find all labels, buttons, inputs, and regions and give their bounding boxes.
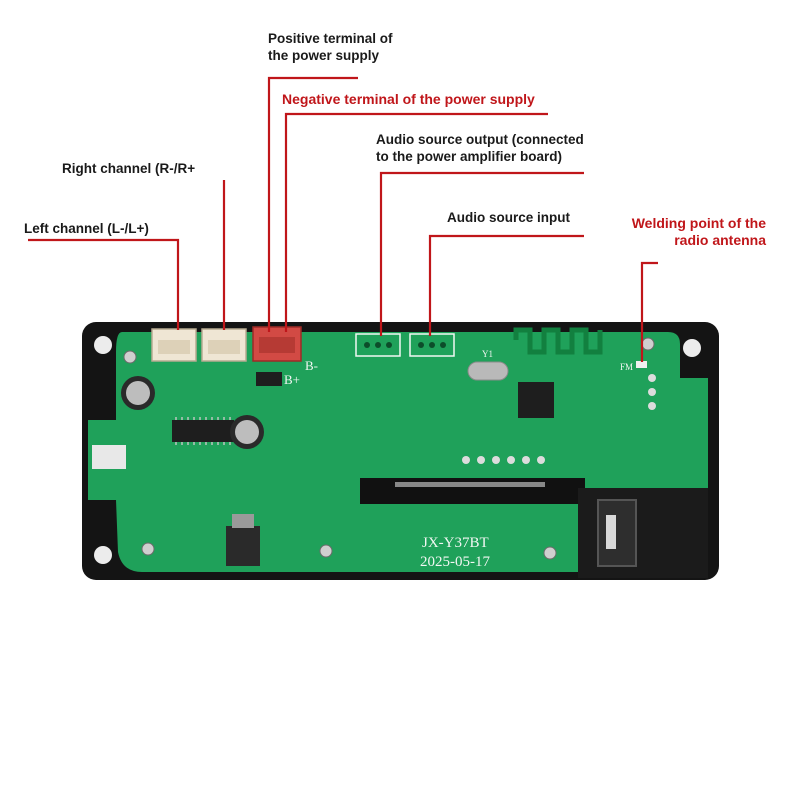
antenna-label-line1: Welding point of the	[631, 215, 766, 231]
board-model: JX-Y37BT	[422, 535, 489, 551]
pcb-screw-3	[141, 542, 155, 556]
right-connector-slot	[208, 340, 240, 354]
left-channel-line	[28, 238, 180, 330]
input-pin-2	[429, 342, 435, 348]
usb-socket-tongue	[606, 515, 616, 549]
power-connector-slot	[259, 337, 295, 353]
right-channel-label: Right channel (R-/R+	[62, 161, 196, 176]
crystal-y1	[467, 361, 509, 381]
audio-output-label-line1: Audio source output (connected	[376, 132, 584, 147]
fm-mark: FM	[620, 362, 633, 372]
output-pin-2	[375, 342, 381, 348]
positive-terminal-label: Positive terminal of the power supply	[268, 30, 393, 64]
pcb-screw-1	[123, 350, 137, 364]
audio-input-label: Audio source input	[447, 210, 570, 225]
callout-lines	[28, 76, 658, 362]
regulator-tab	[232, 514, 254, 528]
usb-socket-inner	[597, 499, 637, 567]
output-pin-3	[386, 342, 392, 348]
audio-output-label: Audio source output (connected to the po…	[376, 131, 584, 165]
frame-hole-bottom-left	[94, 546, 112, 564]
negative-terminal-label: Negative terminal of the power supply	[282, 91, 535, 107]
sd-card-pins	[395, 482, 545, 487]
y1-mark: Y1	[482, 349, 493, 359]
main-ic-pins	[175, 417, 231, 445]
capacitor-center-top	[235, 420, 259, 444]
fm-antenna-pad	[636, 361, 647, 368]
voltage-regulator	[226, 526, 260, 566]
left-edge-tab	[92, 445, 126, 469]
frame-hole-top-left	[94, 336, 112, 354]
output-pin-1	[364, 342, 370, 348]
pcb-screw-2	[641, 337, 655, 351]
audio-output-label-line2: to the power amplifier board)	[376, 149, 563, 164]
bluetooth-antenna-trace	[513, 327, 603, 355]
capacitor-left-top	[126, 381, 150, 405]
antenna-line	[640, 261, 658, 362]
antenna-label-line2: radio antenna	[674, 232, 766, 248]
pcb-screw-5	[543, 546, 557, 560]
audio-output-line	[379, 171, 584, 336]
test-pads	[462, 374, 656, 464]
frame-hole-top-right	[683, 339, 701, 357]
positive-terminal-line	[267, 76, 358, 332]
main-ic	[172, 420, 234, 442]
pcb-screw-4	[319, 544, 333, 558]
antenna-label: Welding point of the radio antenna	[612, 215, 766, 249]
negative-terminal-line	[284, 112, 548, 332]
left-connector-slot	[158, 340, 190, 354]
diode	[256, 372, 282, 386]
audio-output-header	[355, 333, 401, 357]
positive-terminal-label-line1: Positive terminal of	[268, 31, 393, 46]
audio-input-line	[428, 234, 584, 336]
bluetooth-chip	[518, 382, 554, 418]
board-date: 2025-05-17	[420, 554, 490, 570]
input-pin-3	[440, 342, 446, 348]
left-channel-label: Left channel (L-/L+)	[24, 221, 149, 236]
power-mark-pos: B+	[284, 372, 300, 387]
positive-terminal-label-line2: the power supply	[268, 48, 380, 63]
sd-card-slot	[360, 478, 585, 504]
input-pin-1	[418, 342, 424, 348]
power-mark-neg: B-	[305, 358, 318, 373]
audio-input-header	[409, 333, 455, 357]
